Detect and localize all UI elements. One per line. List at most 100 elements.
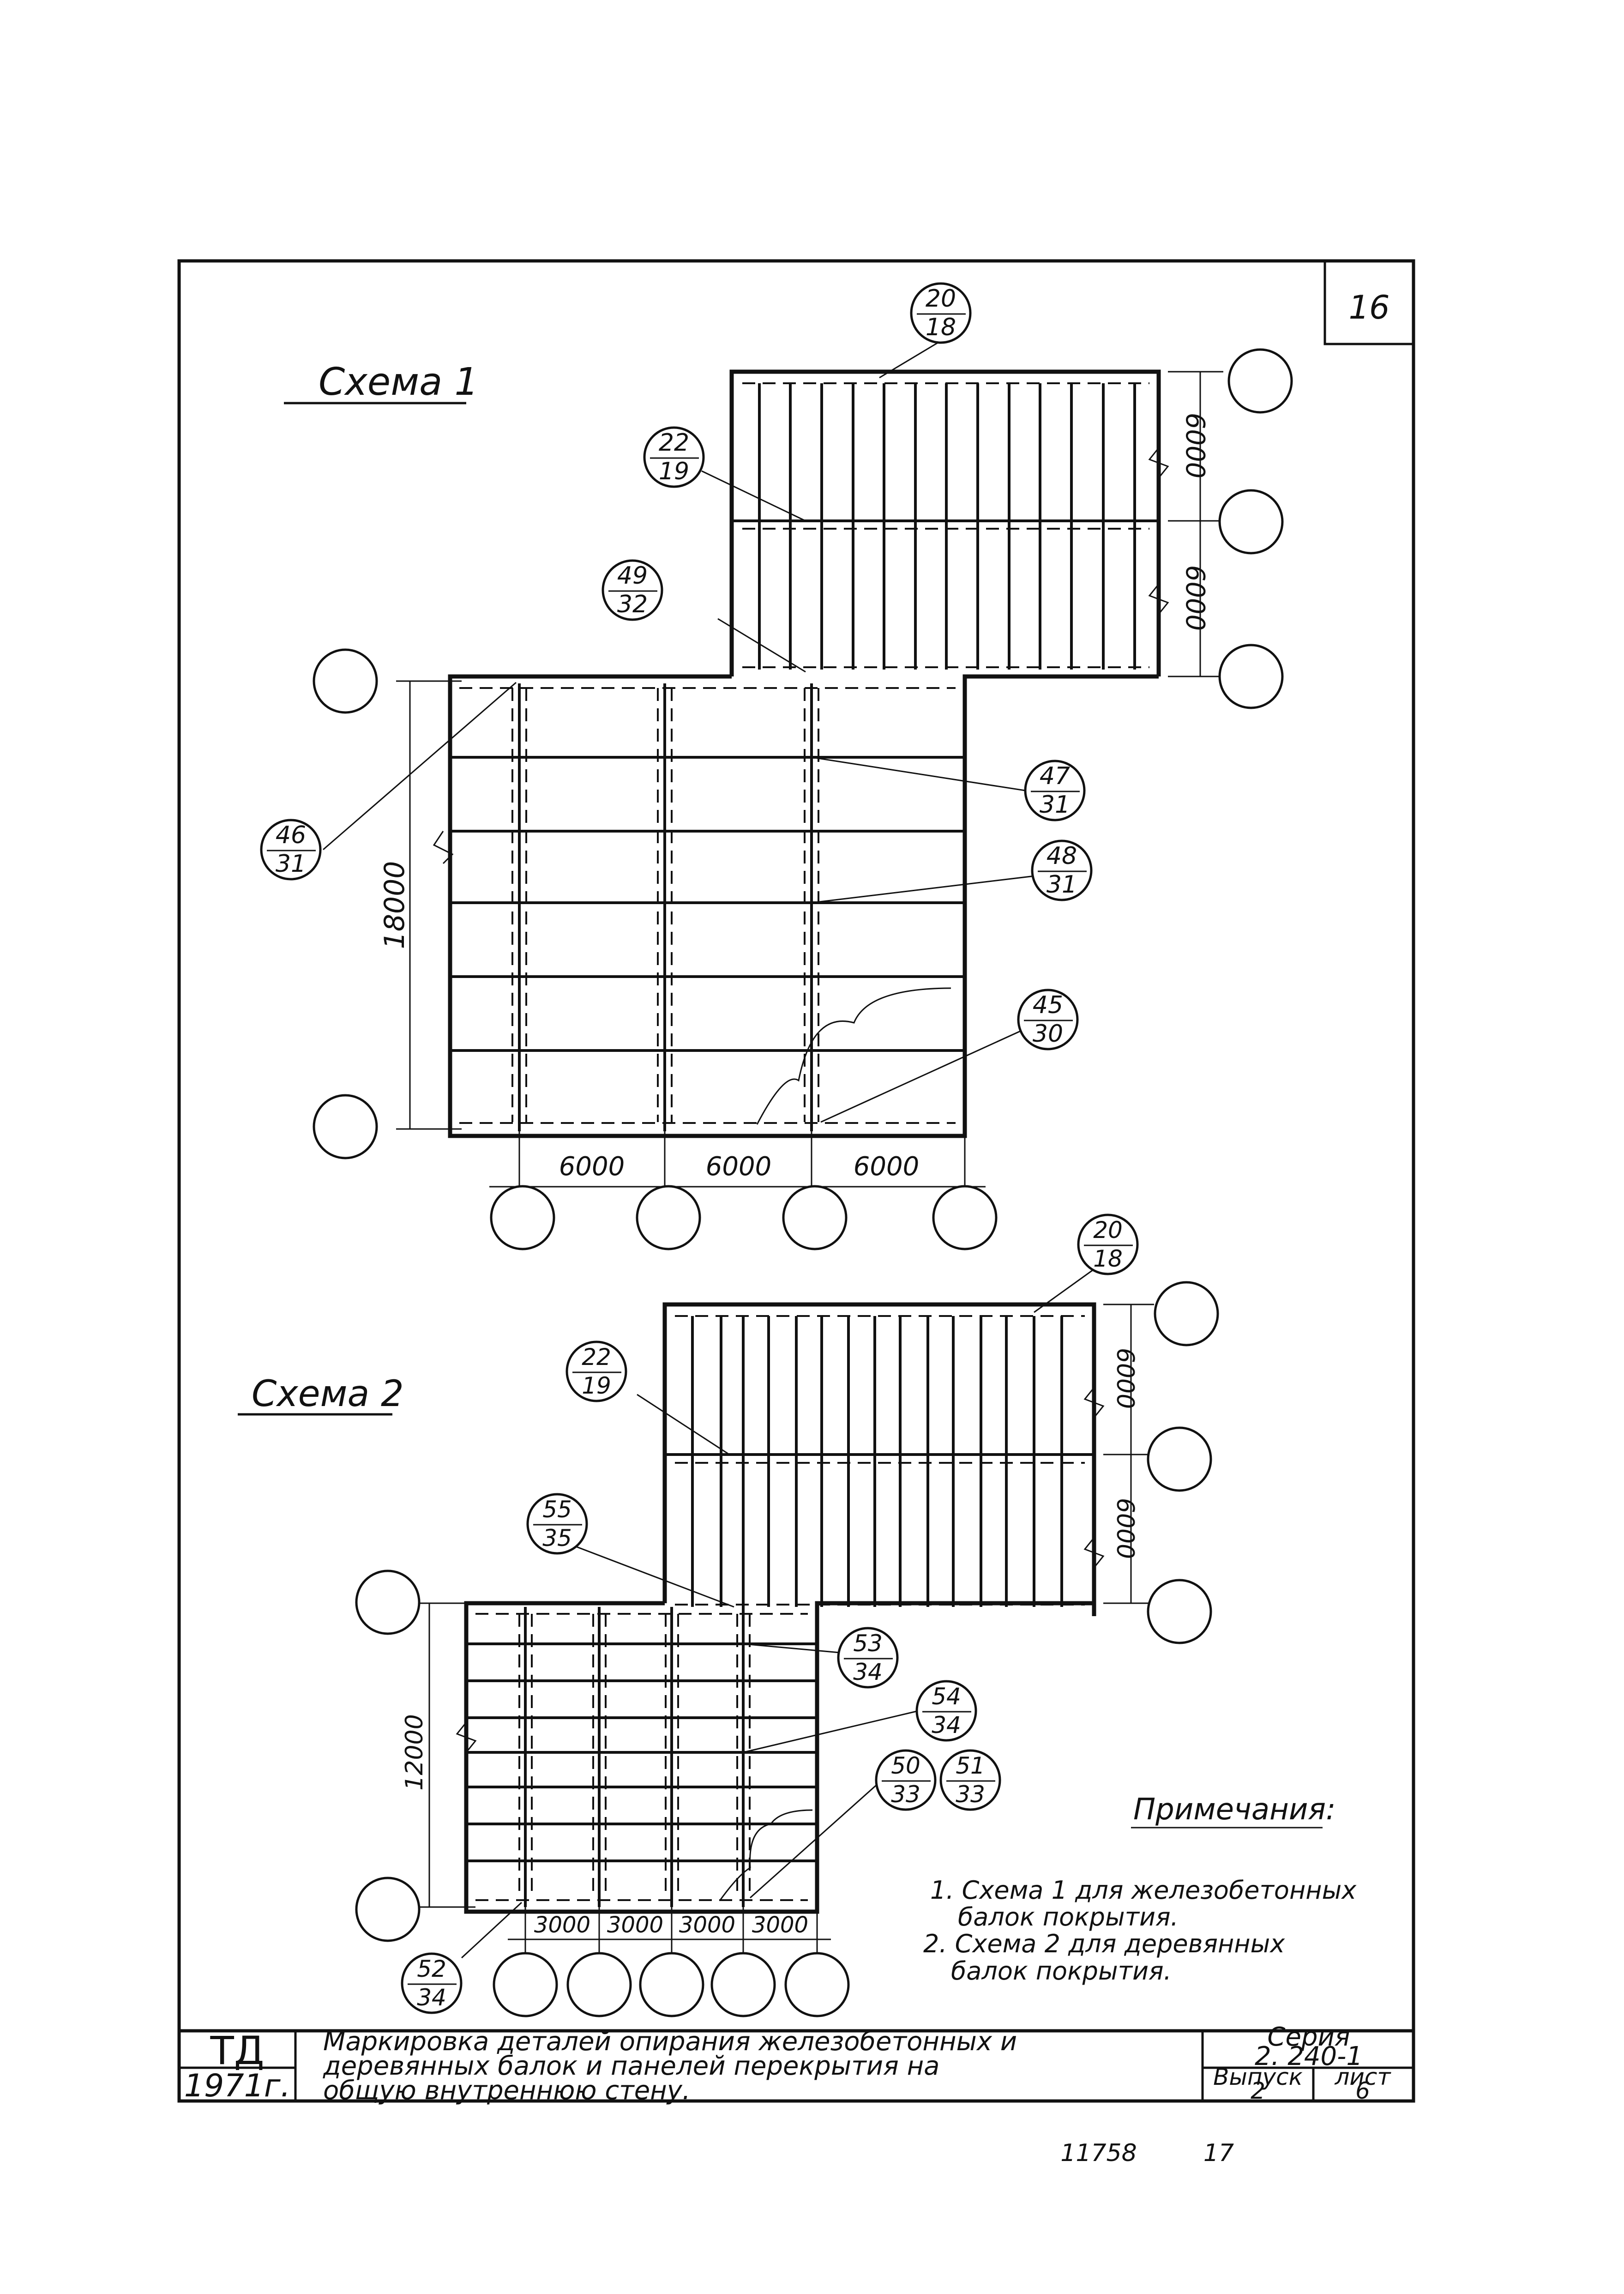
footer-right: 17 (1203, 2139, 1234, 2167)
axis-bubble (493, 1952, 558, 2017)
note-2-line-2: балок покрытия. (951, 1956, 1172, 1986)
scheme-1-mark-45-30: 45 30 (1017, 989, 1079, 1050)
footer: 11758 17 (1060, 2139, 1234, 2167)
scheme-1-main-block (433, 674, 1159, 1138)
svg-text:49: 49 (617, 562, 648, 590)
axis-bubble (313, 648, 378, 714)
svg-text:18: 18 (1093, 1245, 1123, 1272)
scheme-1-top-dim-2: 6000 (1180, 565, 1210, 631)
scheme-1: Схема 1 (260, 282, 1293, 1250)
scheme-1-mark-20-18: 20 18 (910, 282, 972, 344)
scheme-1-mark-46-31: 46 31 (260, 819, 322, 881)
scheme-2-leaders (461, 1267, 1097, 1959)
scheme-1-top-block (729, 369, 1161, 676)
svg-text:33: 33 (956, 1781, 985, 1808)
svg-text:54: 54 (932, 1683, 961, 1710)
svg-text:32: 32 (617, 591, 648, 618)
scheme-2-title: Схема 2 (252, 1373, 404, 1415)
svg-text:35: 35 (542, 1525, 572, 1551)
svg-text:34: 34 (417, 1984, 446, 2011)
title-line-1: Маркировка деталей опирания железобетонн… (323, 2027, 1017, 2057)
scheme-2: Схема 2 (238, 1213, 1219, 2017)
axis-bubble (782, 1185, 848, 1250)
svg-text:22: 22 (659, 429, 689, 457)
svg-text:34: 34 (853, 1659, 883, 1685)
svg-text:19: 19 (582, 1372, 611, 1399)
footer-left: 11758 (1060, 2139, 1137, 2167)
svg-text:30: 30 (1033, 1020, 1063, 1048)
scheme-2-span-1: 3000 (534, 1912, 590, 1938)
svg-text:53: 53 (853, 1630, 883, 1657)
scheme-2-top-dim-1: 6000 (1111, 1348, 1139, 1409)
scheme-1-mark-47-31: 47 31 (1024, 760, 1086, 821)
axis-bubble (1218, 644, 1284, 709)
svg-text:34: 34 (932, 1712, 961, 1739)
axis-bubble (932, 1185, 998, 1250)
svg-text:45: 45 (1033, 991, 1063, 1019)
axis-bubble (355, 1877, 421, 1942)
note-1-line-2: балок покрытия. (958, 1902, 1179, 1932)
sheet-label: лист (1334, 2064, 1391, 2090)
scheme-1-span-2: 6000 (706, 1152, 772, 1182)
axis-bubble (1147, 1426, 1212, 1492)
issue-value: 2 (1251, 2077, 1265, 2104)
scheme-1-span-1: 6000 (559, 1152, 625, 1182)
scheme-1-leaders (323, 342, 1062, 1123)
scheme-2-mark-20-18: 20 18 (1077, 1213, 1139, 1275)
axis-bubble (1218, 489, 1284, 555)
scheme-1-height-dim: 18000 (379, 861, 411, 949)
note-1-line-1: 1. Схема 1 для железобетонных (930, 1876, 1357, 1905)
svg-text:46: 46 (276, 821, 306, 849)
scheme-2-axis-bubbles (355, 1281, 1219, 2017)
title-block: ТД 1971г. Маркировка деталей опирания же… (177, 2022, 1415, 2106)
sheet-number-box (1323, 260, 1415, 345)
svg-text:19: 19 (659, 458, 689, 485)
series-value: 2. 240-1 (1255, 2041, 1363, 2071)
axis-bubble (313, 1094, 378, 1159)
scheme-2-main-block (456, 1601, 1094, 1914)
svg-text:48: 48 (1047, 842, 1077, 870)
year: 1971г. (184, 2068, 290, 2104)
scheme-1-mark-22-19: 22 19 (643, 426, 705, 488)
scheme-2-mark-53-34: 53 34 (837, 1627, 899, 1689)
sheet-value: 6 (1355, 2077, 1370, 2104)
axis-bubble (1154, 1281, 1219, 1346)
notes-heading: Примечания: (1133, 1793, 1336, 1827)
svg-text:31: 31 (1047, 871, 1077, 899)
title-line-3: общую внутреннюю стену. (323, 2076, 691, 2106)
svg-text:50: 50 (891, 1752, 920, 1779)
svg-text:22: 22 (582, 1344, 611, 1370)
scheme-2-span-2: 3000 (607, 1912, 663, 1938)
axis-bubble (710, 1952, 776, 2017)
axis-bubble (636, 1185, 701, 1250)
svg-text:31: 31 (276, 850, 306, 878)
svg-text:20: 20 (1093, 1217, 1123, 1244)
scheme-2-mark-51-33: 51 33 (939, 1749, 1001, 1811)
svg-text:51: 51 (956, 1752, 985, 1779)
scheme-2-mark-54-34: 54 34 (915, 1680, 977, 1742)
svg-text:20: 20 (926, 285, 956, 313)
issue-label: Выпуск (1213, 2064, 1303, 2090)
org-logo: ТД (210, 2028, 265, 2073)
axis-bubble (639, 1952, 704, 2017)
scheme-2-mark-55-35: 55 35 (526, 1493, 588, 1555)
scheme-1-axis-bubbles (313, 348, 1293, 1250)
scheme-2-top-block (662, 1302, 1096, 1616)
scheme-2-span-4: 3000 (752, 1912, 808, 1938)
axis-bubble (355, 1570, 421, 1635)
scheme-1-mark-49-32: 49 32 (601, 559, 663, 621)
scheme-1-dimensions: 18000 6000 6000 6000 6000 6000 (379, 371, 1223, 1201)
scheme-2-mark-22-19: 22 19 (565, 1340, 627, 1402)
scheme-2-dimensions: 12000 3000 3000 3000 3000 6000 6000 (401, 1304, 1154, 1953)
svg-text:33: 33 (891, 1781, 920, 1808)
sheet-number: 16 (1348, 289, 1389, 326)
series-label: Серия (1267, 2022, 1350, 2052)
note-2-line-1: 2. Схема 2 для деревянных (923, 1929, 1285, 1958)
axis-bubble (1227, 348, 1293, 414)
scheme-2-mark-52-34: 52 34 (401, 1952, 463, 2014)
svg-text:31: 31 (1040, 791, 1070, 819)
svg-text:52: 52 (417, 1956, 446, 1982)
title-line-2: деревянных балок и панелей перекрытия на (323, 2051, 940, 2081)
